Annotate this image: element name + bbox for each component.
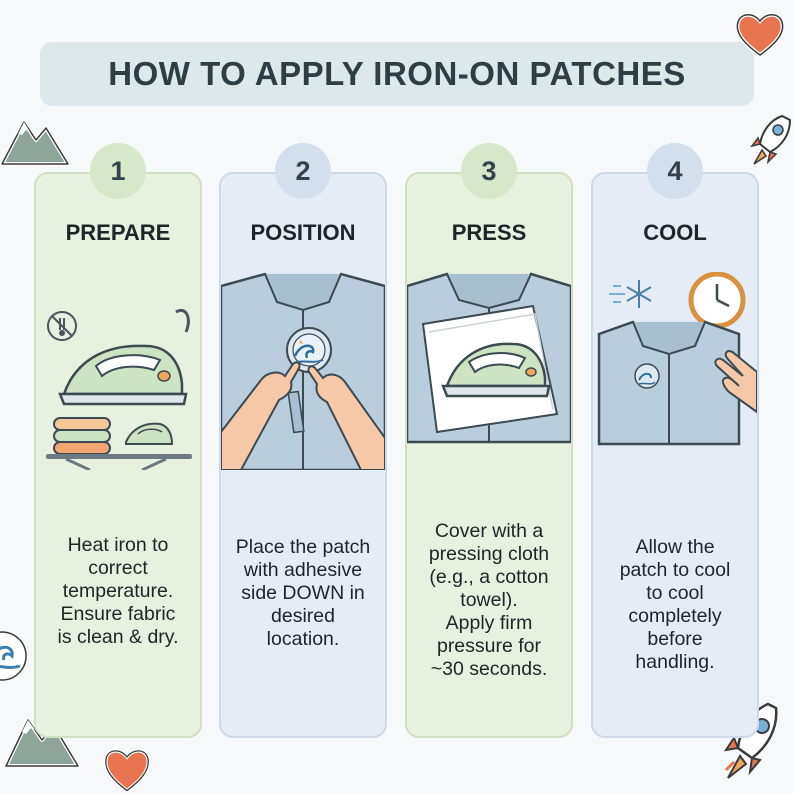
step-heading: PRESS — [451, 220, 527, 245]
wave-patch-icon — [286, 327, 332, 373]
step-number-badge: 2 — [275, 143, 331, 199]
cool-illustration — [597, 272, 757, 446]
jacket-icon — [597, 320, 741, 446]
wave-sticker-icon — [0, 631, 27, 681]
position-illustration — [221, 272, 385, 470]
step-description: Cover with a pressing cloth (e.g., a cot… — [428, 520, 550, 680]
page-title: HOW TO APPLY IRON-ON PATCHES — [108, 55, 686, 92]
step-card-prepare: PREPARE Heat iron to correct — [34, 172, 202, 738]
step-card-press: PRESS Cover with a pressing cloth (e.g.,… — [405, 172, 573, 738]
prepare-illustration — [46, 309, 192, 470]
step-number-badge: 4 — [647, 143, 703, 199]
hand-icon — [714, 350, 757, 414]
step-description: Heat iron to correct temperature. Ensure… — [57, 534, 179, 648]
title-banner: HOW TO APPLY IRON-ON PATCHES — [40, 42, 754, 106]
step-heading: COOL — [643, 220, 707, 245]
clock-icon — [688, 272, 746, 329]
rocket-sticker-icon — [750, 114, 792, 165]
step-card-cool: COOL Allow the patch to c — [591, 172, 759, 738]
folded-towels-icon — [53, 417, 111, 455]
mountain-sticker-icon — [0, 120, 70, 166]
step-number-badge: 3 — [461, 143, 517, 199]
hands-icon — [221, 361, 385, 470]
no-steam-icon — [47, 311, 77, 341]
iron-icon — [441, 342, 551, 398]
snowflake-icon — [609, 280, 652, 308]
press-illustration — [407, 272, 571, 444]
step-description: Place the patch with adhesive side DOWN … — [235, 536, 371, 650]
heart-sticker-icon — [104, 749, 150, 793]
step-card-position: POSITION Place the patch with adhesive s… — [219, 172, 387, 738]
step-description: Allow the patch to cool to cool complete… — [619, 536, 731, 673]
heart-sticker-icon — [735, 12, 785, 58]
steam-iron-icon — [58, 309, 190, 406]
step-heading: POSITION — [250, 220, 356, 245]
ironing-board-icon — [46, 422, 192, 470]
step-number-badge: 1 — [90, 143, 146, 199]
step-heading: PREPARE — [65, 220, 171, 245]
